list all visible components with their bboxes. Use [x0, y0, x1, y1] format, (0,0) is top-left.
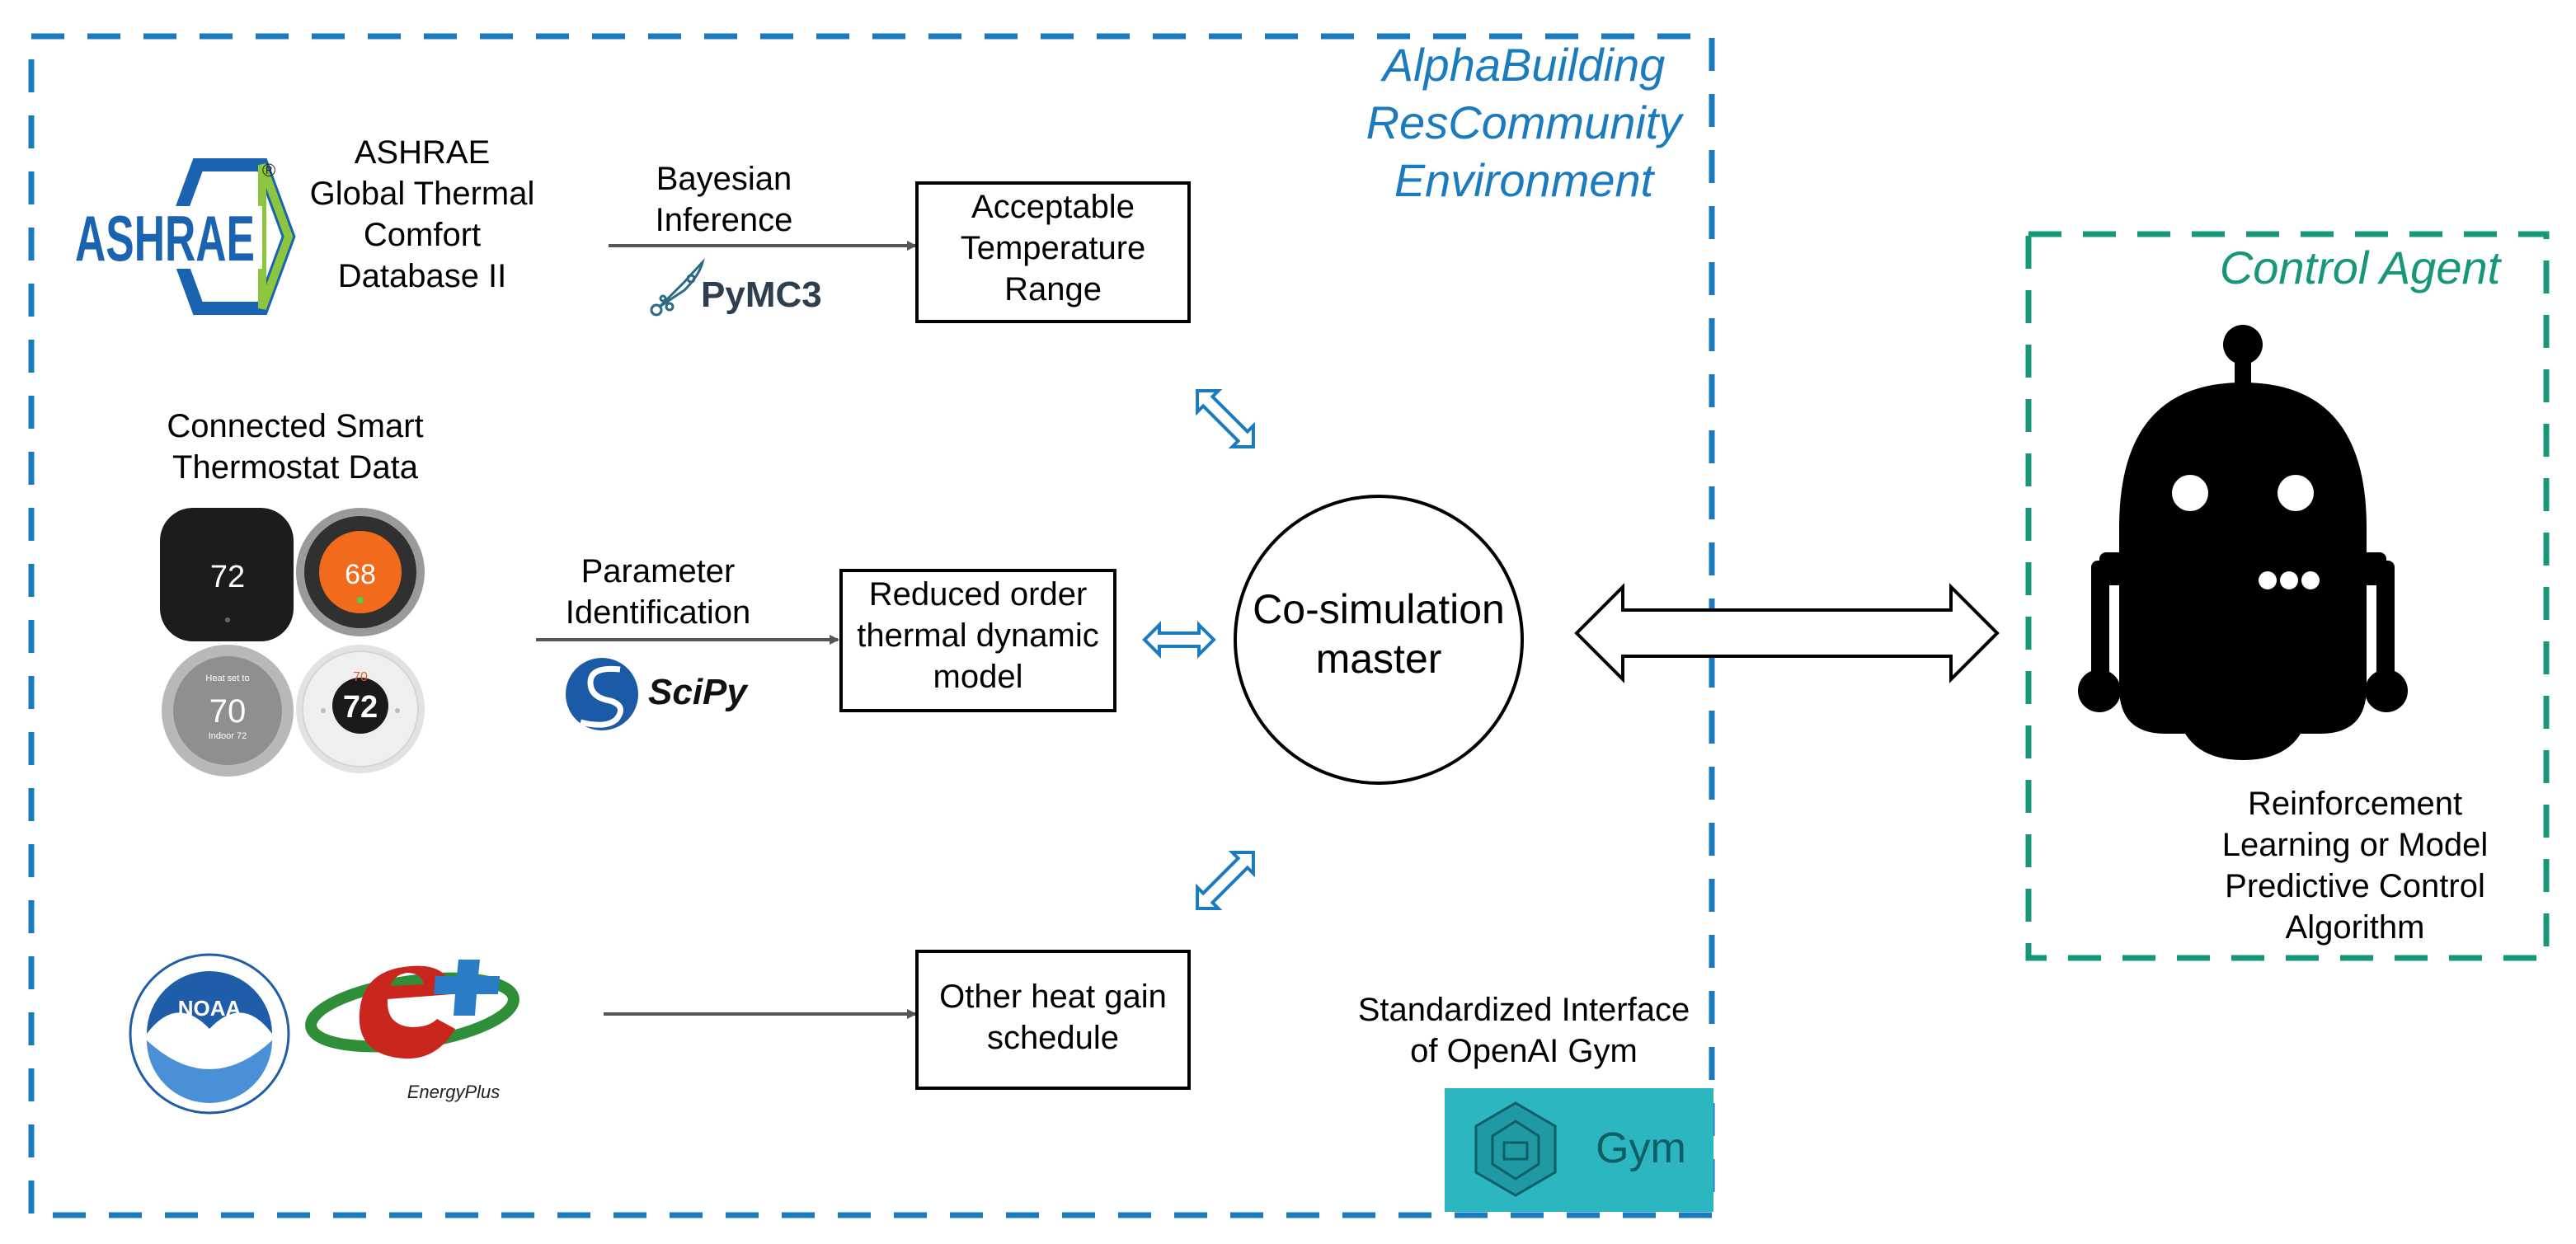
pymc3-text: PyMC3 — [701, 275, 822, 315]
nest-thermostat: 68 — [296, 508, 425, 636]
acceptable-temp-text: Acceptable Temperature Range — [961, 189, 1146, 307]
energyplus-logo: EnergyPlus — [305, 960, 519, 1102]
svg-text:Range: Range — [1004, 271, 1102, 307]
svg-text:Parameter: Parameter — [581, 553, 736, 589]
ashrae-logo-text: ASHRAE — [75, 202, 255, 275]
ashrae-registered-mark: ® — [262, 160, 275, 181]
thermostat-small-text-2: Indoor 72 — [209, 731, 247, 741]
cosim-master-circle — [1234, 495, 1524, 785]
nest-silver-thermostat: Heat set to 70 Indoor 72 — [162, 645, 294, 777]
scipy-text: SciPy — [648, 672, 749, 712]
robot-icon — [2078, 325, 2408, 760]
ashrae-label: ASHRAE Global Thermal Comfort Database I… — [310, 134, 535, 294]
honeywell-thermostat: 70 72 — [296, 645, 425, 773]
thermostat-label: Connected Smart Thermostat Data — [167, 408, 423, 486]
svg-text:Reinforcement: Reinforcement — [2248, 786, 2462, 822]
energyplus-e-icon — [359, 965, 455, 1059]
gym-logo: Gym — [1445, 1088, 1713, 1212]
ashrae-logo: ASHRAE ® — [73, 158, 296, 315]
svg-text:model: model — [933, 659, 1023, 695]
thermostat-reading-2: 68 — [345, 559, 376, 590]
svg-text:Database II: Database II — [338, 258, 507, 294]
thermostat-reading-1: 72 — [210, 560, 245, 594]
svg-text:Connected Smart: Connected Smart — [167, 408, 423, 444]
svg-text:Global Thermal: Global Thermal — [310, 176, 535, 212]
master-agent-double-arrow — [1574, 583, 2000, 683]
thermostat-reading-3: 70 — [209, 693, 247, 730]
gym-icon — [1474, 1101, 1557, 1197]
double-arrow-model-to-master — [1142, 621, 1216, 659]
noaa-logo: NOAA — [129, 953, 290, 1115]
svg-text:master: master — [1316, 636, 1442, 682]
svg-text:Identification: Identification — [566, 594, 751, 631]
reduced-model-box — [839, 569, 1116, 712]
svg-text:of OpenAI Gym: of OpenAI Gym — [1410, 1033, 1638, 1069]
svg-text:Standardized Interface: Standardized Interface — [1358, 992, 1690, 1028]
svg-text:Thermostat Data: Thermostat Data — [172, 449, 419, 486]
svg-text:Bayesian: Bayesian — [656, 161, 792, 197]
svg-text:Other heat gain: Other heat gain — [939, 979, 1167, 1015]
double-arrow-acceptable-to-master — [1196, 389, 1255, 448]
svg-text:ASHRAE: ASHRAE — [355, 134, 491, 171]
energyplus-plus-icon — [434, 960, 500, 1016]
svg-text:Algorithm: Algorithm — [2286, 909, 2425, 946]
agent-description: Reinforcement Learning or Model Predicti… — [2222, 786, 2488, 946]
bayesian-label: Bayesian Inference — [656, 161, 793, 238]
svg-text:Temperature: Temperature — [961, 230, 1146, 266]
ecobee-thermostat: 72 — [160, 508, 294, 641]
parameter-id-label: Parameter Identification — [566, 553, 751, 631]
acceptable-temp-box — [915, 181, 1191, 323]
environment-title: AlphaBuilding ResCommunity Environment — [1366, 39, 1685, 206]
rocket-icon — [650, 258, 705, 317]
environment-title-line1: AlphaBuilding — [1380, 39, 1665, 91]
svg-text:Inference: Inference — [656, 202, 793, 238]
svg-text:Comfort: Comfort — [364, 217, 481, 253]
svg-text:thermal dynamic: thermal dynamic — [857, 617, 1098, 654]
environment-title-line2: ResCommunity — [1366, 96, 1685, 148]
environment-title-line3: Environment — [1394, 154, 1656, 206]
svg-text:Learning or Model: Learning or Model — [2222, 827, 2488, 863]
pymc3-logo: PyMC3 — [650, 258, 822, 317]
svg-text:Acceptable: Acceptable — [971, 189, 1135, 225]
thermostat-reading-4: 72 — [343, 690, 378, 725]
double-arrow-heatgain-to-master — [1196, 851, 1255, 910]
heat-gain-box — [915, 950, 1191, 1090]
energyplus-text: EnergyPlus — [407, 1082, 501, 1102]
svg-text:Predictive Control: Predictive Control — [2225, 868, 2485, 904]
thermostat-small-text-1: Heat set to — [205, 674, 249, 683]
svg-text:schedule: schedule — [987, 1020, 1119, 1056]
interface-label: Standardized Interface of OpenAI Gym — [1358, 992, 1690, 1069]
agent-boundary — [2025, 231, 2550, 961]
heat-gain-text: Other heat gain schedule — [939, 979, 1167, 1056]
agent-title: Control Agent — [2220, 242, 2503, 293]
cosim-master-text: Co-simulation master — [1253, 586, 1505, 682]
svg-text:Co-simulation: Co-simulation — [1253, 586, 1505, 632]
noaa-text: NOAA — [178, 996, 242, 1021]
thermostat-small-text-3: 70 — [353, 670, 368, 684]
svg-text:Reduced order: Reduced order — [869, 576, 1088, 613]
thermostat-images: 72 68 Heat set to 70 Indoor 72 70 72 — [160, 508, 425, 777]
reduced-model-text: Reduced order thermal dynamic model — [857, 576, 1098, 695]
gym-text: Gym — [1596, 1124, 1686, 1172]
scipy-logo: SciPy — [566, 658, 749, 730]
